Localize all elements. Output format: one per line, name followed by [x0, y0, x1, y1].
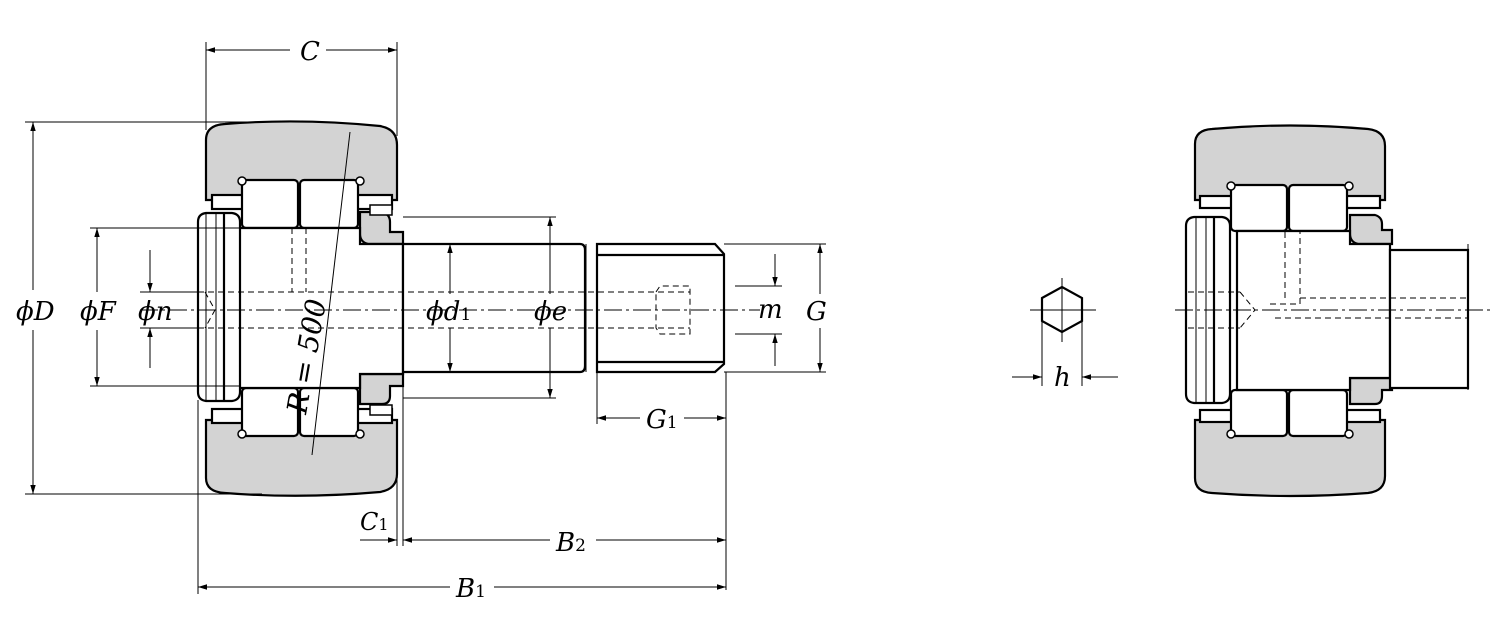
roller-pin-4 [355, 429, 365, 439]
label-B2-sub: 2 [575, 536, 586, 556]
label-C1-sub: 1 [378, 515, 388, 534]
label-C1: C1 [360, 508, 389, 536]
label-G: G [806, 297, 827, 327]
label-G1: G1 [646, 405, 678, 435]
label-phid1-sub: 1 [460, 305, 471, 325]
label-B1: B1 [455, 574, 486, 604]
label-B1-sub: 1 [475, 582, 486, 602]
label-B2-main: B [555, 528, 575, 558]
roller-pin-2 [355, 176, 365, 186]
alt-outer-ring-top [1193, 124, 1387, 202]
dimension-lines [25, 42, 826, 594]
seal-lip-bottom [369, 404, 393, 416]
hex-socket [655, 285, 691, 335]
hex-socket-view: h [1012, 278, 1118, 393]
seal-bottom [358, 372, 405, 406]
outer-ring-bottom [204, 418, 399, 497]
alt-pin-1 [1226, 181, 1236, 191]
label-h: h [1054, 363, 1071, 393]
r500-line [311, 131, 351, 456]
seal-lip-top [369, 204, 393, 216]
thread [595, 242, 726, 374]
roller-top-right [298, 178, 360, 230]
alt-roller-4 [1287, 388, 1349, 438]
alt-seal-bottom [1348, 376, 1394, 406]
label-phiF: ϕF [80, 297, 117, 327]
alt-pin-3 [1226, 429, 1236, 439]
label-phie: ϕe [534, 297, 567, 327]
stud-head [235, 226, 405, 390]
alt-pin-4 [1344, 429, 1354, 439]
alt-seal-top [1348, 213, 1394, 246]
label-phin: ϕn [138, 297, 172, 327]
roller-pin-1 [237, 176, 247, 186]
label-B1-main: B [455, 574, 475, 604]
shaft [401, 242, 587, 374]
label-phid1: ϕd1 [426, 297, 471, 327]
roller-top-left [240, 178, 300, 230]
radial-hole [291, 228, 307, 292]
label-B2: B2 [555, 528, 586, 558]
label-C: C [300, 37, 320, 67]
alt-outer-ring-bottom [1193, 418, 1387, 498]
alt-shaft [1388, 248, 1470, 390]
grease-hole [198, 291, 690, 329]
label-phid1-main: ϕd [426, 297, 460, 327]
label-C1-main: C [360, 508, 378, 536]
label-G1-main: G [646, 405, 667, 435]
alt-roller-3 [1229, 388, 1289, 438]
roller-pin-3 [237, 429, 247, 439]
alt-pin-2 [1344, 181, 1354, 191]
alternate-section-view [1175, 124, 1490, 498]
label-G1-sub: 1 [667, 413, 678, 433]
seal-top [358, 210, 405, 246]
alt-roller-2 [1287, 183, 1349, 233]
alt-roller-1 [1229, 183, 1289, 233]
label-m: m [758, 295, 783, 325]
stud-flange [196, 211, 242, 403]
main-section-view [140, 120, 760, 497]
label-phiD: ϕD [16, 297, 55, 327]
